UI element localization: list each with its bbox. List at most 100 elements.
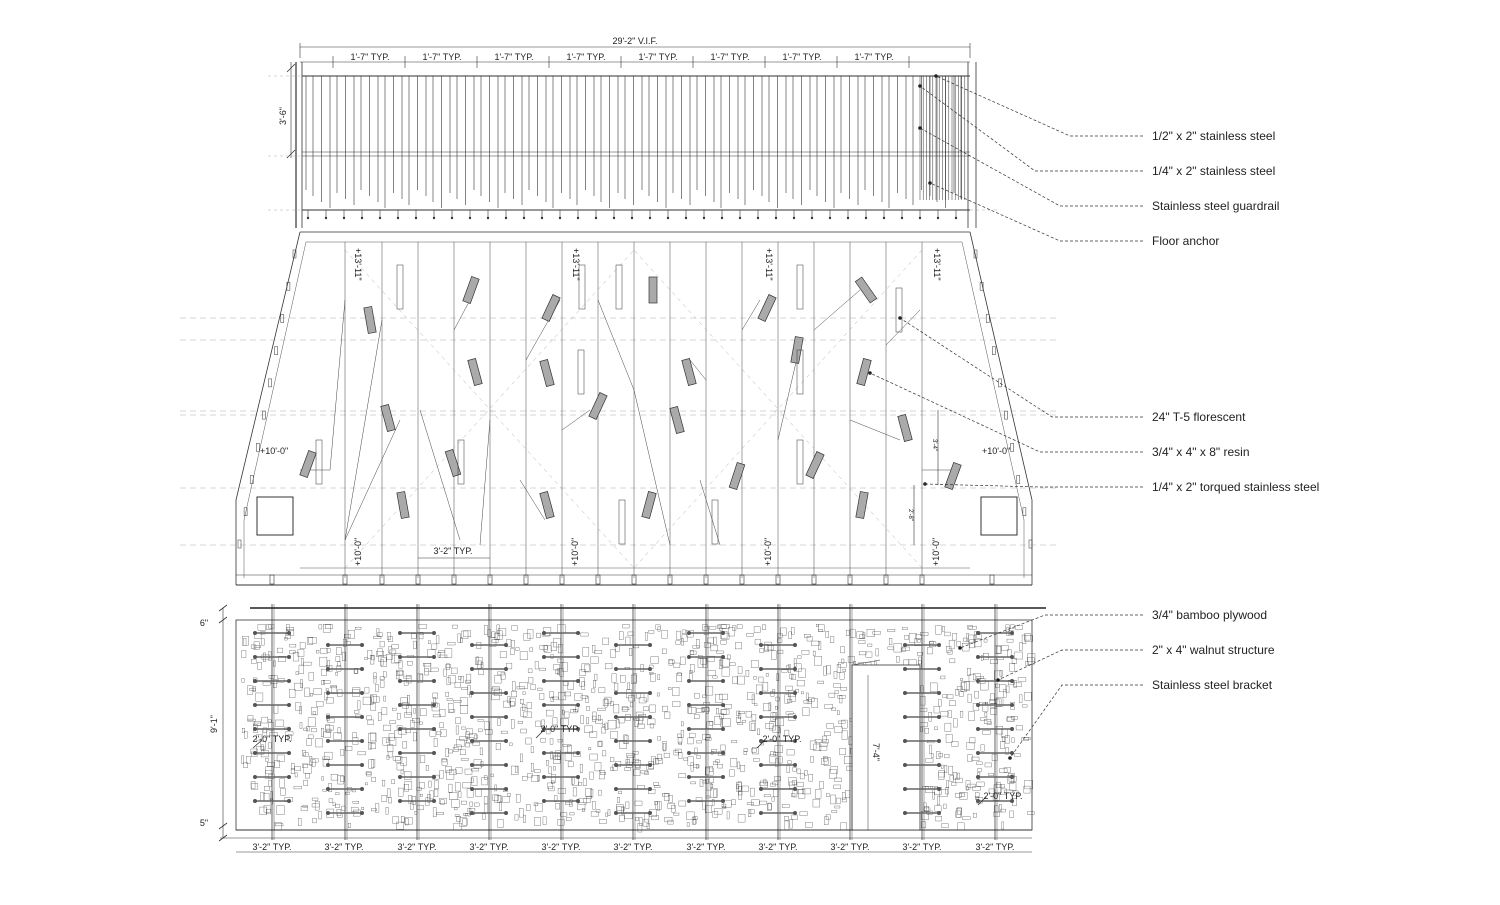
- plywood-texture: [634, 718, 639, 727]
- plywood-texture: [312, 759, 316, 767]
- plywood-texture: [510, 648, 515, 655]
- plywood-texture: [840, 646, 845, 654]
- plywood-texture: [775, 706, 778, 710]
- plywood-texture: [511, 765, 519, 775]
- callout-leader: [997, 649, 1143, 681]
- florescent-light: [895, 287, 903, 333]
- plywood-texture: [680, 730, 684, 738]
- plywood-texture: [919, 707, 928, 712]
- plywood-texture: [921, 811, 929, 820]
- plywood-texture: [765, 723, 774, 729]
- plywood-texture: [246, 756, 251, 764]
- resin-block: [944, 461, 962, 491]
- plywood-texture: [996, 697, 1004, 707]
- bracket-end: [614, 667, 618, 671]
- torqued-steel: [344, 319, 383, 541]
- plywood-texture: [994, 805, 999, 813]
- plywood-texture: [940, 675, 946, 680]
- plywood-texture: [278, 677, 285, 683]
- plywood-texture: [858, 651, 867, 656]
- plywood-texture: [392, 756, 401, 761]
- plywood-texture: [699, 779, 704, 787]
- plywood-texture: [1027, 811, 1035, 815]
- plywood-texture: [774, 745, 783, 753]
- plywood-texture: [759, 648, 764, 653]
- plywood-texture: [344, 634, 351, 639]
- plywood-texture: [1024, 633, 1031, 641]
- plywood-texture: [479, 747, 483, 756]
- plywood-texture: [932, 792, 935, 800]
- plywood-texture: [846, 629, 850, 636]
- bracket-end: [504, 667, 508, 671]
- elevation-marker-bottom: +10'-0": [353, 538, 363, 566]
- plywood-texture: [455, 717, 461, 724]
- bracket-end: [326, 763, 330, 767]
- plywood-texture: [719, 693, 728, 700]
- plywood-texture: [420, 794, 423, 797]
- plywood-texture: [811, 698, 818, 708]
- base-anchor: [269, 574, 275, 585]
- plywood-texture: [589, 771, 594, 780]
- plywood-texture: [1011, 737, 1015, 743]
- bracket-dimension: 2'-0" TYP.: [540, 724, 579, 734]
- plywood-texture: [833, 784, 842, 789]
- callout-label: 1/2" x 2" stainless steel: [1152, 129, 1275, 143]
- plywood-texture: [1013, 682, 1022, 687]
- plywood-texture: [396, 712, 401, 720]
- bracket-end: [398, 679, 402, 683]
- plywood-texture: [715, 759, 720, 763]
- plywood-texture: [511, 625, 518, 631]
- plywood-texture: [418, 624, 427, 629]
- plywood-texture: [663, 742, 666, 752]
- base-anchor: [487, 574, 493, 585]
- plywood-texture: [778, 727, 781, 734]
- torqued-steel: [813, 289, 861, 331]
- plywood-texture: [724, 704, 732, 709]
- dimension-tick: [535, 729, 545, 739]
- plywood-texture: [944, 631, 951, 637]
- plywood-texture: [273, 704, 279, 714]
- dimension-texts: 29'-2" V.I.F. 1'-7" TYP. 1'-7" TYP. 1'-7…: [200, 36, 1023, 852]
- plywood-texture: [366, 771, 372, 777]
- plywood-texture: [588, 747, 592, 751]
- plywood-texture: [278, 656, 286, 662]
- plywood-texture: [690, 762, 694, 772]
- bracket-end: [759, 787, 763, 791]
- bracket-dimension: 2'-0" TYP.: [252, 734, 291, 744]
- plywood-texture: [889, 638, 893, 645]
- plywood-texture: [810, 756, 814, 763]
- plywood-texture: [825, 631, 829, 638]
- plywood-texture: [1005, 624, 1010, 632]
- bracket-end: [360, 763, 364, 767]
- plywood-texture: [788, 631, 792, 639]
- plywood-texture: [313, 688, 322, 695]
- plywood-texture: [991, 753, 998, 761]
- plywood-texture: [572, 787, 577, 797]
- plywood-texture: [478, 728, 483, 732]
- plywood-texture: [473, 759, 482, 769]
- plywood-texture: [1009, 782, 1017, 791]
- plywood-texture: [302, 750, 306, 757]
- bracket-end: [648, 763, 652, 767]
- plywood-texture: [394, 730, 402, 738]
- callout-label: Floor anchor: [1152, 234, 1219, 248]
- plywood-texture: [765, 673, 769, 677]
- plywood-texture: [797, 789, 804, 795]
- plywood-texture: [798, 789, 806, 799]
- plywood-texture: [263, 793, 270, 802]
- plywood-texture: [557, 624, 566, 634]
- plywood-texture: [921, 821, 927, 829]
- plywood-texture: [626, 753, 635, 758]
- bracket-end: [793, 739, 797, 743]
- callout-leader: [869, 372, 1143, 453]
- plywood-texture: [673, 662, 681, 668]
- resin-block: [854, 276, 878, 304]
- callout-arrow: [868, 371, 872, 375]
- plywood-texture: [531, 762, 534, 772]
- plywood-texture: [1004, 735, 1010, 744]
- plywood-texture: [994, 698, 1002, 707]
- plywood-texture: [847, 656, 855, 663]
- floor-anchor-dot: [522, 216, 526, 220]
- plywood-texture: [830, 766, 838, 774]
- plywood-texture: [495, 743, 501, 750]
